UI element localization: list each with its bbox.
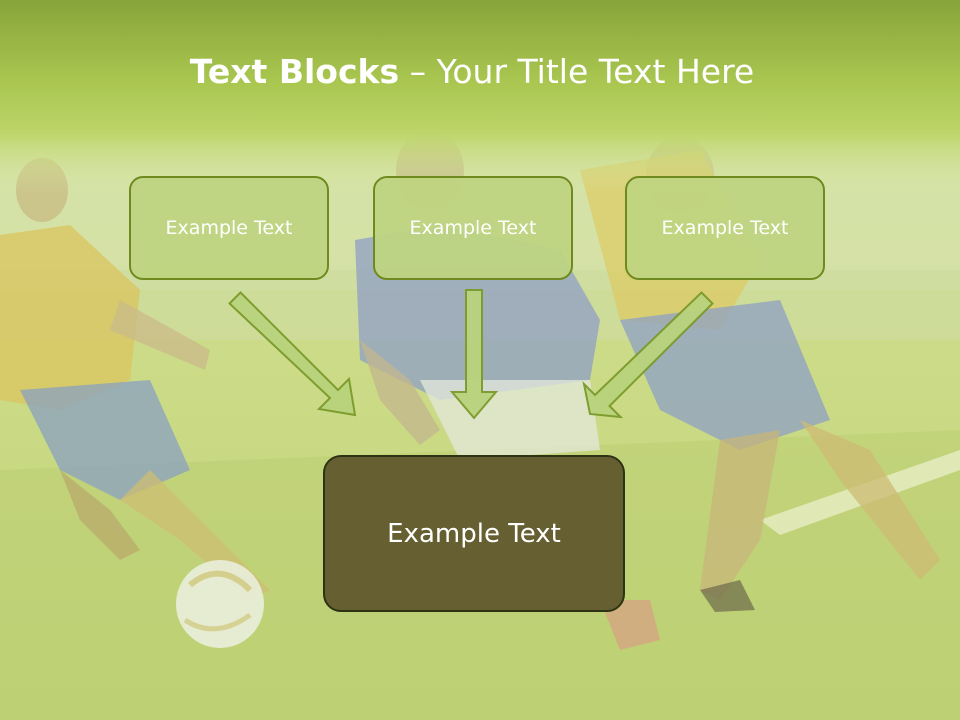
text-block-top-left[interactable]: Example Text (129, 176, 329, 280)
text-block-top-center-label: Example Text (409, 217, 537, 239)
arrow-down-icon (449, 289, 499, 420)
title-rest: – Your Title Text Here (399, 52, 755, 91)
text-block-top-left-label: Example Text (165, 217, 293, 239)
text-block-top-center[interactable]: Example Text (373, 176, 573, 280)
arrow-down-right-icon (228, 291, 357, 417)
text-block-bottom-label: Example Text (387, 518, 561, 549)
arrow-down-left-icon (582, 291, 714, 419)
text-block-top-right-label: Example Text (661, 217, 789, 239)
text-block-top-right[interactable]: Example Text (625, 176, 825, 280)
text-block-bottom[interactable]: Example Text (323, 455, 625, 612)
title-bold: Text Blocks (189, 52, 400, 91)
slide-title: Text Blocks – Your Title Text Here (0, 52, 944, 91)
